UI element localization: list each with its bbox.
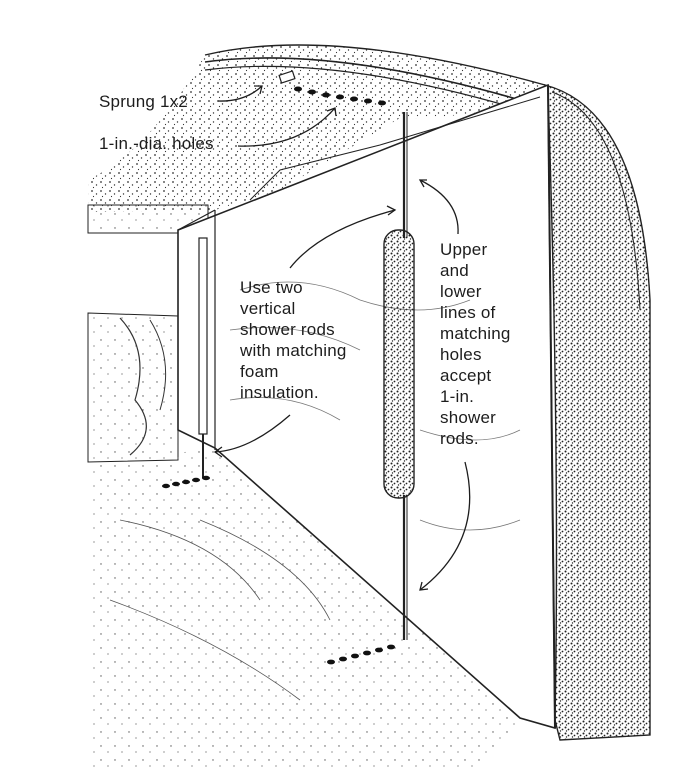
rods-lower-arrowhead bbox=[213, 446, 223, 458]
lines-lower-leader bbox=[419, 461, 471, 591]
rods-upper-arrowhead bbox=[386, 205, 397, 216]
sprung-leader bbox=[217, 85, 263, 102]
lower-holes-right bbox=[327, 644, 395, 665]
rods-lower-leader bbox=[214, 414, 291, 453]
sprung-arrowhead bbox=[254, 85, 263, 95]
lines-upper-arrowhead bbox=[418, 179, 427, 188]
foam-insulation bbox=[383, 229, 415, 499]
floor bbox=[88, 448, 520, 768]
holes-leader bbox=[237, 107, 336, 147]
lower-holes-left bbox=[162, 475, 210, 489]
right-shower-rod bbox=[383, 112, 415, 640]
upper-holes bbox=[294, 86, 386, 106]
leader-arrows bbox=[213, 85, 471, 591]
sprung-1x2-label: Sprung 1x2 bbox=[99, 92, 188, 111]
hole-lines-label: Upper and lower lines of matching holes … bbox=[440, 240, 511, 448]
panel bbox=[177, 83, 556, 730]
holes-arrowhead bbox=[326, 107, 337, 117]
rods-upper-leader bbox=[289, 209, 396, 269]
shower-rods-label: Use two vertical shower rods with matchi… bbox=[240, 278, 347, 402]
tub-wall bbox=[543, 83, 651, 741]
sprung-1x2-strip bbox=[204, 57, 521, 109]
lines-lower-arrowhead bbox=[419, 581, 429, 591]
lines-upper-leader bbox=[419, 179, 459, 235]
left-shower-rod bbox=[198, 237, 208, 478]
holes-label: 1-in.-dia. holes bbox=[99, 134, 214, 153]
